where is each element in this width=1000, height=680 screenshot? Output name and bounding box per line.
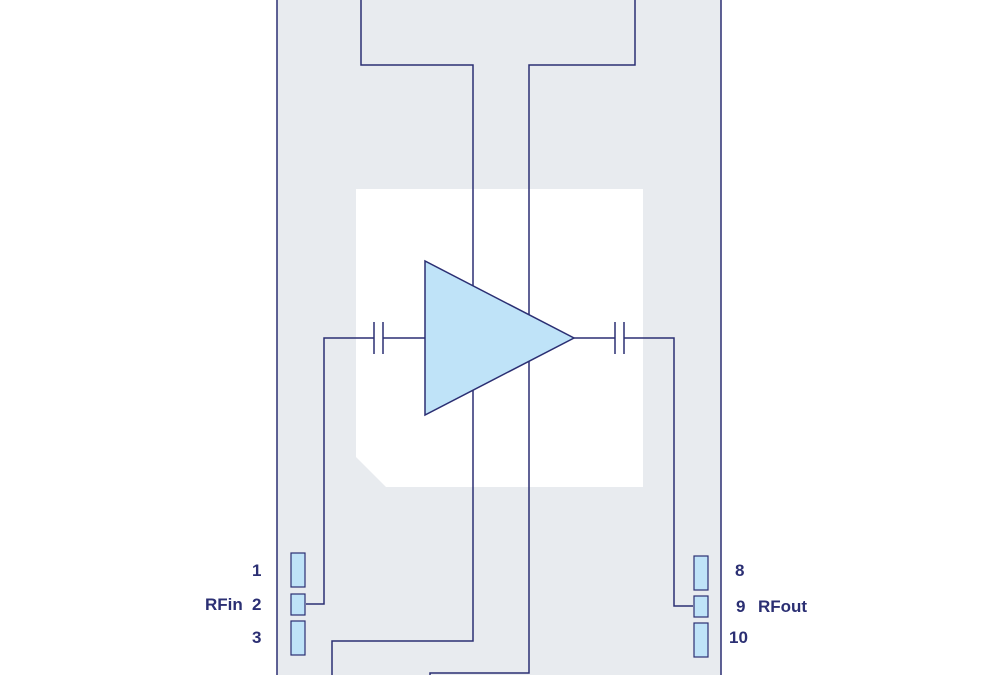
pin-pad-9 <box>693 595 709 618</box>
input-trace <box>306 337 374 605</box>
pin-pad-10 <box>693 622 709 658</box>
amplifier-triangle <box>424 259 576 417</box>
pin-name-rfin: RFin <box>205 595 243 614</box>
pin-number-3: 3 <box>252 628 262 647</box>
pin-number-8: 8 <box>735 561 745 580</box>
pin-pad-1 <box>290 552 306 588</box>
pin-number-9: 9 <box>736 597 746 616</box>
output-trace <box>624 337 693 607</box>
bottom-trace-left <box>331 487 474 680</box>
pin-pad-2 <box>290 593 306 616</box>
pin-number-2: 2 <box>252 595 262 614</box>
pin-pad-8 <box>693 555 709 591</box>
supply-trace-left <box>360 0 474 487</box>
pin-number-1: 1 <box>252 561 262 580</box>
pin-pad-3 <box>290 620 306 656</box>
pin-number-10: 10 <box>729 628 748 647</box>
supply-trace-right <box>528 0 636 487</box>
pin-name-rfout: RFout <box>758 597 808 616</box>
